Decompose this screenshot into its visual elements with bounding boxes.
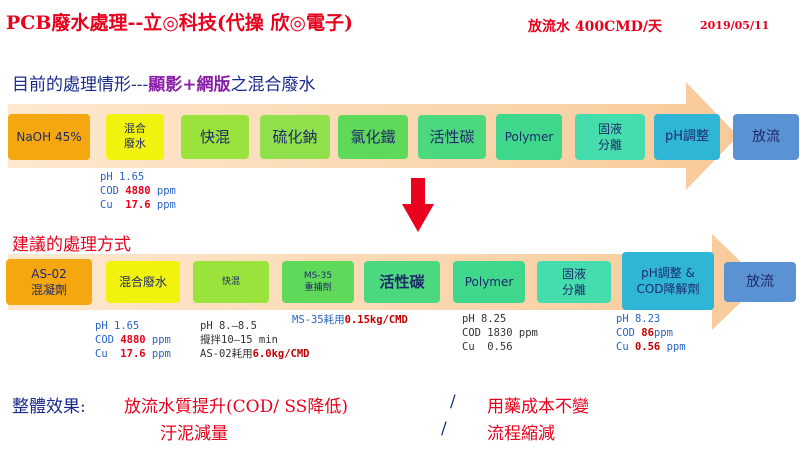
step-sodium-sulfide: 硫化鈉 — [260, 115, 330, 159]
step-activated-carbon: 活性碳 — [418, 115, 486, 159]
step-mixed-wastewater: 混合廢水 — [106, 114, 164, 160]
effect-separator-2: / — [441, 419, 447, 439]
step-rapid-mix: 快混 — [181, 115, 249, 159]
effect-chemical-cost: 用藥成本不變 — [487, 397, 589, 417]
step-activated-carbon-2: 活性碳 — [364, 261, 440, 303]
current-process-heading: 目前的處理情形---顯影+網版之混合廢水 — [12, 70, 315, 95]
step-solid-liquid-separation-2: 固液分離 — [537, 261, 611, 303]
step-discharge-2: 放流 — [724, 262, 796, 302]
current-heading-prefix: 目前的處理情形--- — [12, 75, 149, 95]
effect-water-quality: 放流水質提升(COD/ SS降低) — [124, 397, 348, 417]
effect-separator-1: / — [450, 392, 456, 412]
step-naoh: NaOH 45% — [8, 114, 90, 160]
proposed-params-ms35: MS-35耗用0.15kg/CMD — [292, 314, 408, 326]
step-ph-adjust-cod-degrader: pH調整 &COD降解劑 — [622, 252, 714, 310]
effluent-capacity: 放流水 400CMD/天 — [528, 19, 662, 35]
effects-label: 整體效果: — [12, 397, 86, 417]
red-down-arrow-icon — [402, 178, 434, 232]
step-rapid-mix-2: 快混 — [193, 261, 269, 303]
effect-sludge-reduction: 汙泥減量 — [160, 424, 228, 444]
step-solid-liquid-separation: 固液分離 — [575, 114, 645, 160]
date-label: 2019/05/11 — [700, 19, 770, 32]
step-discharge: 放流 — [733, 114, 799, 160]
step-mixed-wastewater-2: 混合廢水 — [106, 261, 180, 303]
step-polymer: Polymer — [496, 114, 562, 160]
effect-process-shortened: 流程縮減 — [487, 424, 555, 444]
step-ferric-chloride: 氯化鐵 — [338, 115, 408, 159]
current-heading-suffix: 之混合廢水 — [230, 75, 316, 95]
step-ph-adjust: pH調整 — [654, 114, 720, 160]
page-title: PCB廢水處理--立◎科技(代操 欣◎電子) — [6, 12, 353, 34]
current-heading-highlight: 顯影+網版 — [148, 75, 231, 95]
step-polymer-2: Polymer — [453, 261, 525, 303]
proposed-process-heading: 建議的處理方式 — [12, 235, 131, 255]
